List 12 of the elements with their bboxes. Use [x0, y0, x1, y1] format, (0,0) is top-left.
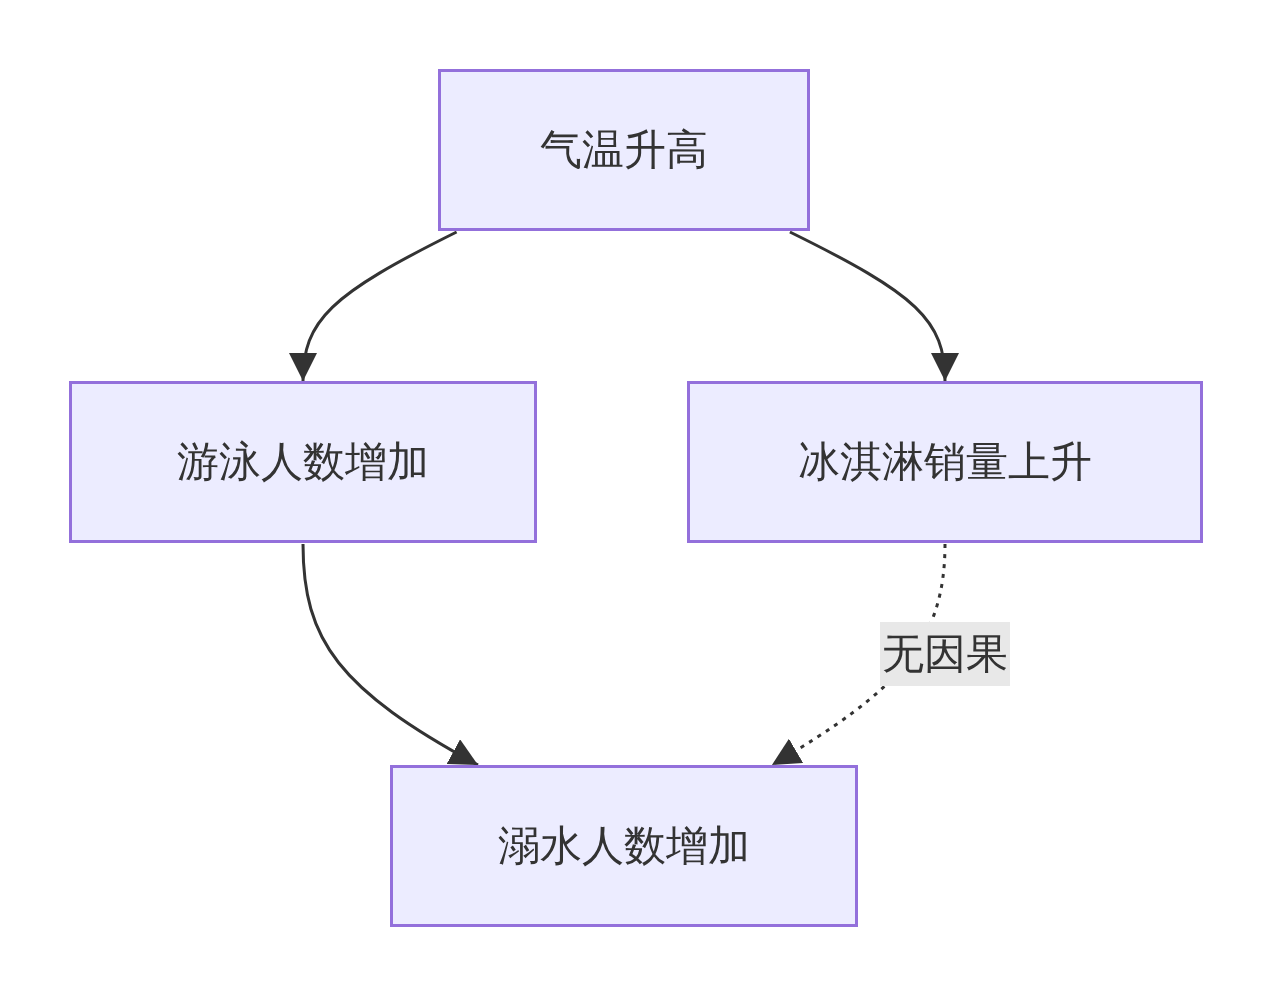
- box-text: 游泳人数增加: [177, 436, 429, 488]
- arrow: [301, 543, 479, 767]
- box-text: 冰淇淋销量上升: [798, 436, 1092, 488]
- process-box: [69, 381, 537, 543]
- arrow: [290, 230, 458, 382]
- box-text: 气温升高: [540, 124, 708, 176]
- arrow: [789, 230, 958, 382]
- process-box: [438, 69, 810, 231]
- process-box: [687, 381, 1203, 543]
- box-text: 溺水人数增加: [498, 820, 750, 872]
- edge-label: 无因果: [880, 622, 1010, 686]
- process-box: [390, 765, 858, 927]
